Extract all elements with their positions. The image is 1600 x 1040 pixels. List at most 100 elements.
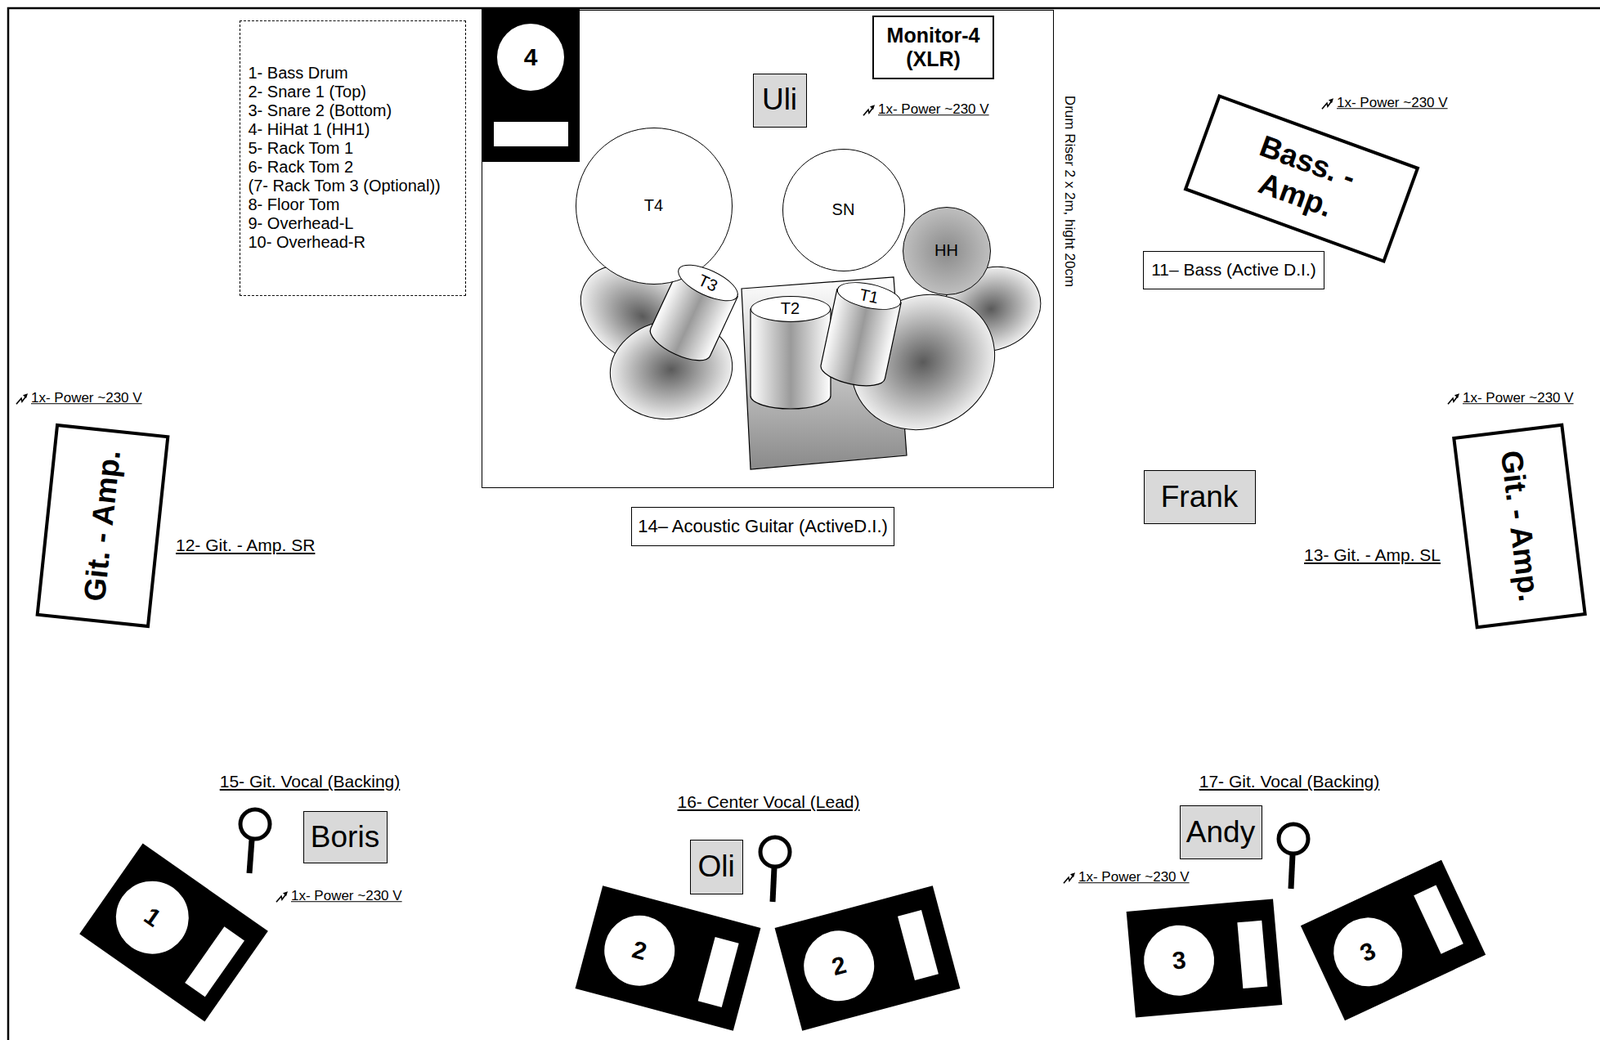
power-bolt <box>1063 874 1074 883</box>
label-text: 15- Git. Vocal (Backing) <box>219 771 401 792</box>
power-note: 1x- Power ~230 V <box>15 389 143 407</box>
hihat-circle: HH <box>902 206 991 296</box>
node-text: Bass. - Amp. <box>1224 121 1380 235</box>
channel-label: 12- Git. - Amp. SR <box>175 535 315 556</box>
node-text: Monitor-4 (XLR) <box>880 23 987 72</box>
monitor-panel <box>1413 884 1464 954</box>
riser-note: Drum Riser 2 x 2m, hight 20cm <box>1061 95 1078 287</box>
node-text: 10- Overhead-R <box>248 233 366 252</box>
monitor-wedge: 2 <box>775 885 961 1031</box>
node-text: Andy <box>1186 815 1255 851</box>
monitor-panel <box>1236 919 1268 988</box>
channel-label: 16- Center Vocal (Lead) <box>677 792 861 812</box>
node-text: T2 <box>780 299 800 319</box>
mic-stem <box>772 867 775 902</box>
node-text: 9- Overhead-L <box>248 214 355 234</box>
input-box: 14– Acoustic Guitar (ActiveD.I.) <box>631 506 895 547</box>
tom-body <box>750 309 831 409</box>
power-note: 1x- Power ~230 V <box>862 101 990 118</box>
monitor-panel <box>184 925 245 996</box>
node-text: 4- HiHat 1 (HH1) <box>248 120 371 139</box>
musician-box: Frank <box>1143 470 1256 525</box>
node-text: 2- Snare 1 (Top) <box>248 82 368 102</box>
mic-head <box>760 837 790 867</box>
power-note: 1x- Power ~230 V <box>1321 94 1448 112</box>
tom-head: T2 <box>750 295 831 323</box>
power-bolt <box>1447 395 1458 404</box>
label-text: 1x- Power ~230 V <box>878 101 990 118</box>
microphone <box>760 837 790 902</box>
musician-box: Uli <box>752 73 807 128</box>
power-bolt-head <box>1454 393 1460 399</box>
power-icon <box>1321 96 1335 110</box>
monitor-panel <box>698 936 740 1008</box>
label-text: 1x- Power ~230 V <box>1462 389 1574 407</box>
node-text: Boris <box>310 820 380 856</box>
monitor-box: Monitor-4 (XLR) <box>872 15 995 80</box>
label-text: 13- Git. - Amp. SL <box>1304 545 1441 565</box>
node-text: SN <box>832 200 856 220</box>
monitor-number: 2 <box>796 923 883 1009</box>
monitor-number: 3 <box>1141 922 1218 999</box>
node-text: Frank <box>1160 479 1239 516</box>
monitor-wedge: 3 <box>1126 898 1283 1018</box>
tom-shell <box>750 309 831 409</box>
node-text: 1- Bass Drum <box>248 63 349 83</box>
node-text: Uli <box>761 82 798 118</box>
musician-box: Oli <box>690 839 744 895</box>
power-bolt-head <box>282 891 288 897</box>
power-icon <box>1447 391 1461 405</box>
power-bolt <box>16 395 27 404</box>
power-bolt <box>1322 100 1332 109</box>
label-text: 12- Git. - Amp. SR <box>175 535 315 556</box>
node-text: Git. - Amp. <box>1492 448 1547 603</box>
power-note: 1x- Power ~230 V <box>1447 389 1574 407</box>
monitor-wedge: 1 <box>79 842 269 1022</box>
power-bolt <box>863 107 874 116</box>
monitor-number: 2 <box>596 907 683 994</box>
power-icon <box>1062 870 1076 884</box>
label-text: 16- Center Vocal (Lead) <box>677 792 861 812</box>
microphone <box>1278 824 1309 889</box>
monitor-number: 1 <box>101 866 203 969</box>
power-icon <box>15 391 29 405</box>
monitor-wedge: 4 <box>481 8 580 162</box>
node-text: Git. - Amp. <box>76 448 128 603</box>
power-bolt-head <box>1328 98 1334 104</box>
node-text: 14– Acoustic Guitar (ActiveD.I.) <box>637 515 888 537</box>
node-text: T3 <box>694 269 721 296</box>
node-text: T1 <box>857 284 881 307</box>
node-text: 8- Floor Tom <box>248 195 341 215</box>
label-text: 1x- Power ~230 V <box>31 389 143 407</box>
microphone <box>240 809 270 874</box>
power-icon <box>862 103 876 117</box>
tom-mount-plate <box>741 277 907 470</box>
amp-box: Git. - Amp. <box>1452 422 1587 629</box>
node-text: HH <box>934 241 959 260</box>
node-text: Oli <box>697 849 735 885</box>
power-bolt-head <box>869 104 875 110</box>
power-bolt-head <box>22 393 28 399</box>
monitor-number: 3 <box>1322 906 1414 999</box>
monitor-wedge: 2 <box>575 885 762 1031</box>
power-note: 1x- Power ~230 V <box>1062 869 1190 886</box>
monitor-panel <box>493 121 569 147</box>
node-text: 11– Bass (Active D.I.) <box>1151 259 1317 280</box>
stage-border <box>8 8 1600 1040</box>
label-text: 17- Git. Vocal (Backing) <box>1199 771 1381 792</box>
mic-head <box>1278 824 1309 854</box>
label-text: 1x- Power ~230 V <box>1336 94 1448 112</box>
monitor-wedge: 3 <box>1300 860 1486 1021</box>
channel-label: 17- Git. Vocal (Backing) <box>1199 771 1381 792</box>
mic-head <box>240 809 270 839</box>
node-text: (7- Rack Tom 3 (Optional)) <box>248 176 441 196</box>
musician-box: Andy <box>1179 805 1263 860</box>
tom-head: T3 <box>672 256 743 309</box>
drum-list-box: 1- Bass Drum2- Snare 1 (Top)3- Snare 2 (… <box>239 20 467 296</box>
power-bolt-head <box>1070 872 1076 878</box>
monitor-panel <box>897 909 939 980</box>
label-text: 1x- Power ~230 V <box>1078 869 1190 886</box>
musician-box: Boris <box>303 811 388 864</box>
mic-stem <box>1290 854 1293 889</box>
label-text: 1x- Power ~230 V <box>291 887 403 905</box>
